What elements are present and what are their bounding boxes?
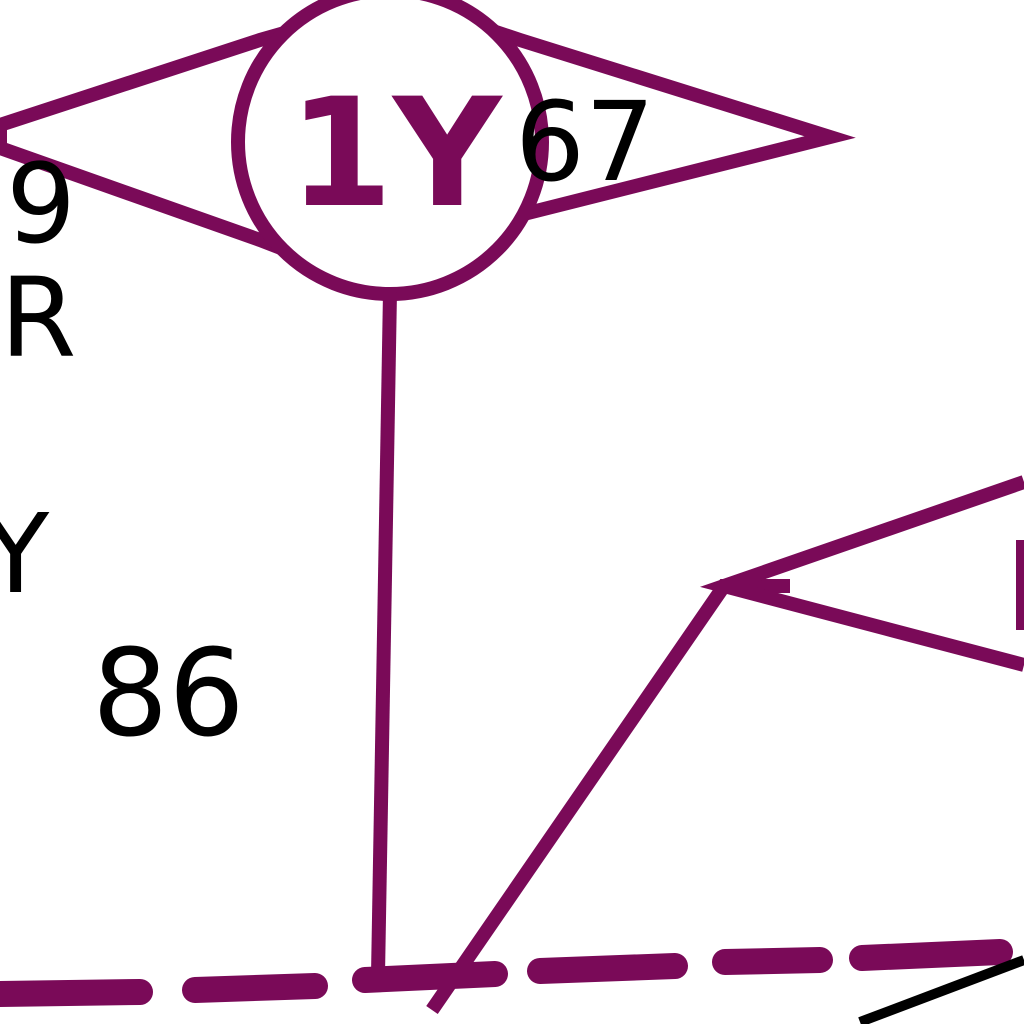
course-label: 67 — [515, 78, 655, 206]
route-arrow-right — [699, 475, 1024, 672]
route-leg-diagonal — [426, 579, 790, 1014]
route-leg-vertical — [371, 291, 397, 976]
left-digit-label: 9 — [6, 140, 76, 268]
distance-label: 86 — [92, 625, 245, 764]
dashed-boundary — [0, 939, 1013, 1007]
left-partial-label: Y — [0, 490, 50, 618]
route-arrow-right-edge — [1016, 540, 1024, 630]
left-letter-label: R — [0, 254, 76, 382]
waypoint-identifier: 1Y — [289, 67, 504, 241]
black-line — [858, 955, 1024, 1024]
